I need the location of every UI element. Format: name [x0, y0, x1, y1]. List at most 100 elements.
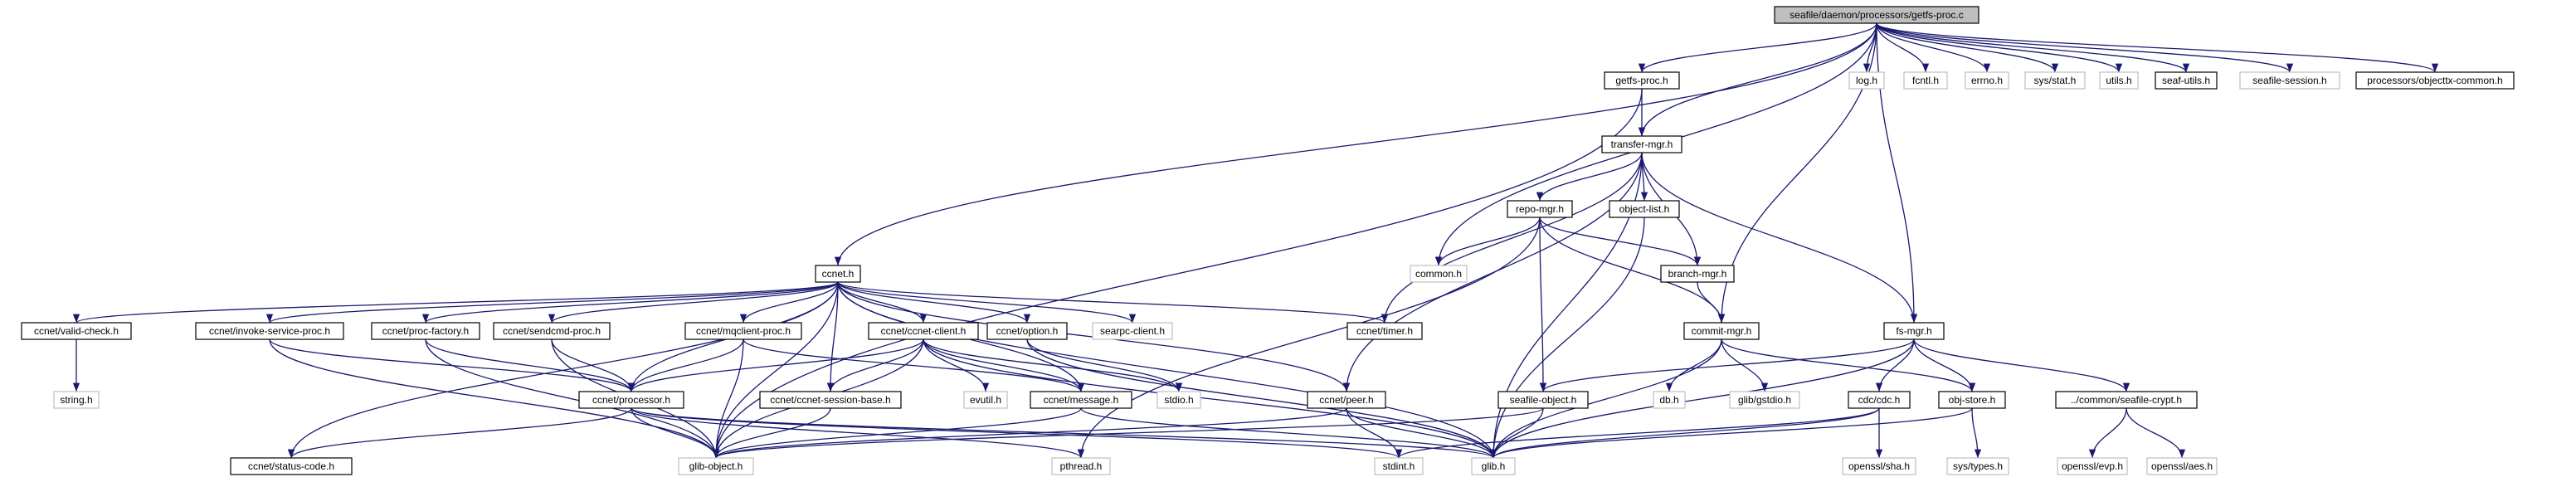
- node-glib: glib.h: [1471, 457, 1516, 475]
- node-sessionbase[interactable]: ccnet/ccnet-session-base.h: [759, 391, 902, 409]
- node-label: utils.h: [2106, 75, 2131, 86]
- node-aes: openssl/aes.h: [2146, 457, 2218, 475]
- edge-root-to-ccnet: [834, 22, 1877, 266]
- node-transfer[interactable]: transfer-mgr.h: [1601, 135, 1682, 153]
- node-statuscode[interactable]: ccnet/status-code.h: [230, 457, 353, 475]
- edge-seafobj-to-globj: [713, 407, 1544, 459]
- node-validcheck[interactable]: ccnet/valid-check.h: [21, 322, 132, 340]
- edge-root-to-objcommon: [1876, 22, 2438, 73]
- node-errno: errno.h: [1965, 71, 2009, 90]
- node-label: ccnet/ccnet-client.h: [881, 325, 967, 337]
- node-box: [684, 322, 802, 340]
- node-invoke[interactable]: ccnet/invoke-service-proc.h: [195, 322, 344, 340]
- node-branch[interactable]: branch-mgr.h: [1660, 265, 1735, 283]
- node-box: [759, 391, 902, 409]
- node-label: openssl/sha.h: [1848, 460, 1910, 472]
- edge-mqclient-to-globj: [712, 338, 744, 459]
- node-globj: glib-object.h: [678, 457, 754, 475]
- edge-cdc-to-glib: [1490, 407, 1880, 459]
- node-ccnet[interactable]: ccnet.h: [815, 265, 861, 283]
- edge-ccnet-to-mqclient: [739, 281, 839, 324]
- node-pthread: pthread.h: [1051, 457, 1111, 475]
- node-sendcmd[interactable]: ccnet/sendcmd-proc.h: [493, 322, 611, 340]
- edge-option-to-glib: [1026, 338, 1497, 459]
- edge-fsmgr-to-cdc: [1875, 338, 1915, 392]
- node-label: glib-object.h: [689, 460, 743, 472]
- node-label: ccnet/valid-check.h: [34, 325, 119, 337]
- edge-ccclient-to-message: [923, 338, 1085, 392]
- node-box: [1938, 391, 2006, 409]
- edge-commit-to-db: [1665, 338, 1722, 392]
- edge-ccnet-to-glib: [837, 281, 1497, 459]
- node-label: seafile-session.h: [2252, 75, 2326, 86]
- node-systypes: sys/types.h: [1946, 457, 2009, 475]
- node-label: sys/types.h: [1953, 460, 2003, 472]
- node-fsmgr[interactable]: fs-mgr.h: [1883, 322, 1945, 340]
- node-box: [371, 322, 480, 340]
- node-getfsproc_h[interactable]: getfs-proc.h: [1604, 71, 1680, 90]
- node-label: fs-mgr.h: [1896, 325, 1931, 337]
- node-label: ccnet/timer.h: [1356, 325, 1413, 337]
- node-seafutils[interactable]: seaf-utils.h: [2155, 71, 2218, 90]
- node-db: db.h: [1653, 391, 1686, 409]
- node-cdc[interactable]: cdc/cdc.h: [1848, 391, 1911, 409]
- node-mqclient[interactable]: ccnet/mqclient-proc.h: [684, 322, 802, 340]
- edge-ccnet-to-sendcmd: [548, 281, 839, 324]
- node-searpc: searpc-client.h: [1092, 322, 1173, 340]
- node-label: ccnet/option.h: [996, 325, 1059, 337]
- edge-objlist-to-glib: [1489, 217, 1645, 459]
- node-timer[interactable]: ccnet/timer.h: [1346, 322, 1423, 340]
- edge-ccnet-to-globj: [712, 281, 839, 459]
- node-box: [1507, 200, 1573, 218]
- node-repomgr[interactable]: repo-mgr.h: [1507, 200, 1573, 218]
- edge-procfactory-to-globj: [425, 338, 720, 459]
- node-root[interactable]: seafile/daemon/processors/getfs-proc.c: [1774, 6, 1979, 24]
- node-label: db.h: [1659, 394, 1678, 406]
- node-box: [1092, 322, 1173, 340]
- edge-objstore-to-systypes: [1971, 407, 1982, 459]
- node-box: [1307, 391, 1386, 409]
- edge-root-to-transfer: [1638, 22, 1877, 137]
- node-label: stdint.h: [1383, 460, 1415, 472]
- node-processor[interactable]: ccnet/processor.h: [578, 391, 684, 409]
- edge-root-to-utils: [1876, 22, 2123, 73]
- node-sysstat: sys/stat.h: [2024, 71, 2086, 90]
- edge-ccclient-to-sessionbase: [826, 338, 924, 392]
- node-label: sys/stat.h: [2034, 75, 2077, 86]
- edge-transfer-to-fsmgr: [1641, 152, 1918, 324]
- node-box: [1051, 457, 1111, 475]
- node-label: fcntl.h: [1912, 75, 1939, 86]
- file-nodes: seafile/daemon/processors/getfs-proc.c ge…: [21, 6, 2515, 475]
- node-box: [1946, 457, 2009, 475]
- node-label: transfer-mgr.h: [1611, 139, 1673, 150]
- node-objcommon[interactable]: processors/objecttx-common.h: [2355, 71, 2515, 90]
- edge-ccnet-to-option: [837, 281, 1031, 324]
- node-peer[interactable]: ccnet/peer.h: [1307, 391, 1386, 409]
- node-label: stdio.h: [1164, 394, 1193, 406]
- edge-procfactory-to-processor: [425, 338, 635, 392]
- node-ccclient[interactable]: ccnet/ccnet-client.h: [868, 322, 979, 340]
- edge-transfer-to-repomgr: [1536, 152, 1643, 202]
- edge-fsmgr-to-crypt: [1913, 338, 2130, 392]
- node-label: ccnet/proc-factory.h: [382, 325, 469, 337]
- node-box: [2024, 71, 2086, 90]
- node-box: [986, 322, 1068, 340]
- edge-ccclient-to-evutil: [923, 338, 990, 392]
- node-procfactory[interactable]: ccnet/proc-factory.h: [371, 322, 480, 340]
- node-crypt[interactable]: ../common/seafile-crypt.h: [2055, 391, 2198, 409]
- node-box: [578, 391, 684, 409]
- node-objlist[interactable]: object-list.h: [1609, 200, 1680, 218]
- node-seafobj[interactable]: seafile-object.h: [1497, 391, 1589, 409]
- node-option[interactable]: ccnet/option.h: [986, 322, 1068, 340]
- node-box: [1842, 457, 1916, 475]
- node-message[interactable]: ccnet/message.h: [1030, 391, 1132, 409]
- node-commit[interactable]: commit-mgr.h: [1683, 322, 1760, 340]
- edge-branch-to-commit: [1697, 281, 1726, 324]
- node-objstore[interactable]: obj-store.h: [1938, 391, 2006, 409]
- edge-sessionbase-to-globj: [712, 407, 831, 459]
- edge-processor-to-globj: [631, 407, 720, 459]
- edge-invoke-to-processor: [269, 338, 635, 392]
- edge-root-to-getfsproc_h: [1638, 22, 1877, 73]
- node-box: [1030, 391, 1132, 409]
- edge-ccnet-to-statuscode: [287, 281, 839, 459]
